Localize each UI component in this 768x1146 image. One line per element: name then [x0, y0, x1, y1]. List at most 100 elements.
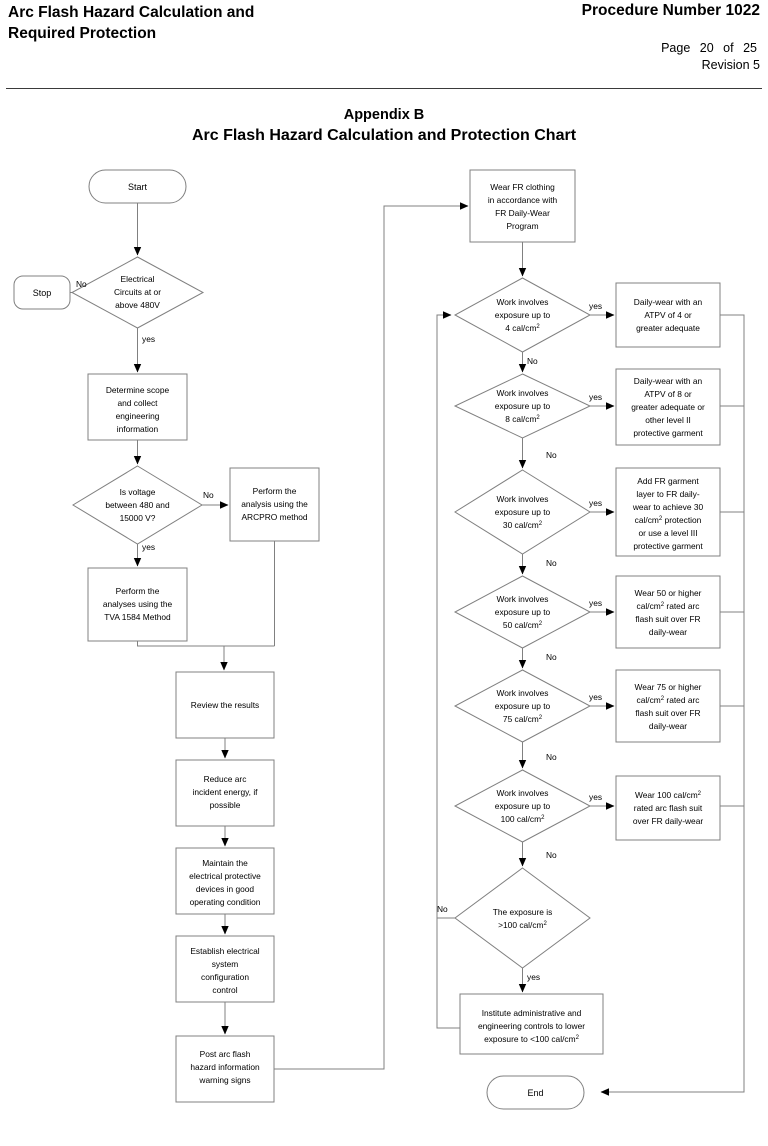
node-result-100-line2: rated arc flash suit [634, 803, 703, 813]
node-result-30-line6: protective garment [633, 541, 703, 551]
node-decision-100-line3: 100 cal/cm2 [501, 814, 546, 824]
node-determine-line2: and collect [117, 398, 158, 408]
node-fr-line4: Program [506, 221, 538, 231]
node-result-8-line1: Daily-wear with an [634, 376, 703, 386]
of-label: of [723, 41, 734, 55]
edge-tva-merge [137, 641, 275, 647]
edge-label-d8-no: No [546, 450, 557, 460]
edge-label-voltage-no: No [203, 490, 214, 500]
node-result-50-line1: Wear 50 or higher [635, 588, 702, 598]
node-electrical-line1: Electrical [121, 274, 155, 284]
node-reduce-energy [175, 759, 275, 827]
node-determine-line4: information [117, 424, 159, 434]
edge-label-d4-yes: yes [589, 301, 602, 311]
node-determine-line1: Determine scope [106, 385, 170, 395]
node-decision-4-line3: 4 cal/cm2 [505, 323, 540, 333]
node-result-50-line3: flash suit over FR [635, 614, 700, 624]
node-maintain-line3: devices in good [196, 884, 255, 894]
node-result-8-line4: other level II [645, 415, 691, 425]
node-establish-line3: configuration [201, 972, 249, 982]
page-number: 20 [699, 41, 714, 55]
edge-label-over100-yes: yes [527, 972, 540, 982]
node-end-label: End [527, 1088, 543, 1098]
page-label: Page [661, 41, 691, 55]
node-result-75-line4: daily-wear [649, 721, 687, 731]
node-result-75-line3: flash suit over FR [635, 708, 700, 718]
node-review-label: Review the results [191, 700, 259, 710]
node-decision-50-line2: exposure up to [495, 607, 551, 617]
page-total: 25 [743, 41, 757, 55]
edge-label-d100-yes: yes [589, 792, 602, 802]
node-result-4 [615, 282, 721, 348]
node-result-100-line1: Wear 100 cal/cm2 [635, 790, 702, 800]
node-decision-over-line2: >100 cal/cm2 [498, 920, 547, 930]
node-result-4-line3: greater adequate [636, 323, 700, 333]
node-voltage-line1: Is voltage [120, 487, 156, 497]
node-fr-clothing [469, 169, 576, 243]
node-stop [13, 275, 71, 310]
node-decision-75-line1: Work involves [497, 688, 549, 698]
node-post-signs [175, 1035, 275, 1103]
node-institute-controls [459, 993, 604, 1055]
node-maintain-line1: Maintain the [202, 858, 248, 868]
node-establish-line2: system [212, 959, 239, 969]
flowchart: Start Electrical Circuits at or above 48… [0, 150, 768, 1146]
node-decision-30-line3: 30 cal/cm2 [503, 520, 543, 530]
node-tva-line2: analyses using the [103, 599, 173, 609]
node-result-30 [615, 467, 721, 557]
node-decision-8-line1: Work involves [497, 388, 549, 398]
node-decision-50-line3: 50 cal/cm2 [503, 620, 543, 630]
node-result-8-line3: greater adequate or [631, 402, 705, 412]
document-title-line1: Arc Flash Hazard Calculation and [8, 4, 255, 21]
node-result-50-line2: cal/cm2 rated arc [637, 601, 700, 611]
node-institute-line1: Institute administrative and [482, 1008, 582, 1018]
node-result-4-line1: Daily-wear with an [634, 297, 703, 307]
appendix-title-block: Appendix B Arc Flash Hazard Calculation … [0, 106, 768, 146]
node-decision-over-line1: The exposure is [493, 907, 553, 917]
node-determine-scope [87, 373, 188, 441]
edge-label-electrical-yes: yes [142, 334, 155, 344]
edge-label-d30-yes: yes [589, 498, 602, 508]
node-tva-line1: Perform the [116, 586, 160, 596]
node-establish-config [175, 935, 275, 1003]
node-result-100 [615, 775, 721, 841]
node-fr-line3: FR Daily-Wear [495, 208, 550, 218]
node-result-30-line4: cal/cm2 protection [635, 515, 702, 525]
node-arcpro-line2: analysis using the [241, 499, 308, 509]
node-result-8 [615, 368, 721, 446]
node-establish-line4: control [212, 985, 237, 995]
edge-label-d8-yes: yes [589, 392, 602, 402]
revision-label: Revision 5 [701, 58, 760, 72]
node-fr-line1: Wear FR clothing [490, 182, 555, 192]
node-decision-over-100 [454, 867, 591, 969]
node-result-8-line5: protective garment [633, 428, 703, 438]
edge-label-over100-no: No [437, 904, 448, 914]
node-fr-line2: in accordance with [488, 195, 558, 205]
node-result-30-line3: wear to achieve 30 [632, 502, 704, 512]
node-decision-75-line2: exposure up to [495, 701, 551, 711]
header-divider [6, 88, 762, 89]
node-result-75 [615, 669, 721, 743]
node-reduce-line3: possible [210, 800, 241, 810]
page-header: Arc Flash Hazard Calculation and Require… [0, 0, 768, 92]
node-voltage-line2: between 480 and [105, 500, 170, 510]
node-maintain-devices [175, 847, 275, 915]
node-decision-75-line3: 75 cal/cm2 [503, 714, 543, 724]
node-post-line2: hazard information [190, 1062, 260, 1072]
node-stop-label: Stop [33, 288, 52, 298]
node-result-100-line3: over FR daily-wear [633, 816, 703, 826]
chart-title: Arc Flash Hazard Calculation and Protect… [191, 127, 577, 144]
edge-label-d75-no: No [546, 752, 557, 762]
node-tva-line3: TVA 1584 Method [104, 612, 171, 622]
edge-label-electrical-no: No [76, 279, 87, 289]
node-institute-line2: engineering controls to lower [478, 1021, 585, 1031]
node-institute-line3: exposure to <100 cal/cm2 [484, 1034, 579, 1044]
edge-label-d50-no: No [546, 652, 557, 662]
node-result-75-line1: Wear 75 or higher [635, 682, 702, 692]
node-decision-4-line2: exposure up to [495, 310, 551, 320]
node-decision-100-line1: Work involves [497, 788, 549, 798]
node-result-50-line4: daily-wear [649, 627, 687, 637]
node-decision-50-line1: Work involves [497, 594, 549, 604]
edge-results-bus-to-end [600, 314, 745, 1096]
